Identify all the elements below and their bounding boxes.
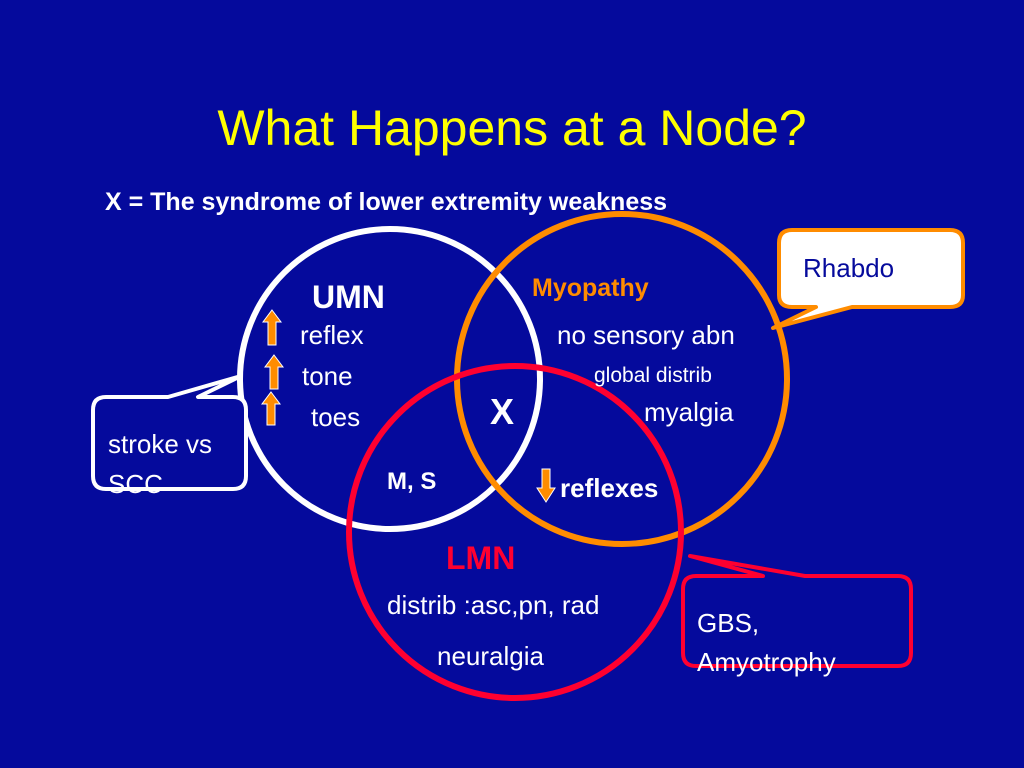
stroke-callout-line-1: stroke vs [108, 429, 213, 459]
umn-item-toes: toes [311, 402, 361, 432]
up-arrow-icon [262, 309, 282, 346]
rhabdo-callout-text: Rhabdo [803, 253, 895, 283]
up-arrow-icon [264, 354, 284, 390]
stroke-callout-line-2: SCC [108, 469, 163, 499]
slide-title: What Happens at a Node? [217, 100, 807, 156]
center-x-label: X [490, 391, 515, 432]
overlap-ms-label: M, S [387, 468, 437, 495]
overlap-reflexes-label: reflexes [560, 473, 659, 503]
umn-circle [237, 226, 543, 532]
myopathy-label: Myopathy [532, 274, 649, 302]
gbs-callout-line-2: Amyotrophy [697, 647, 836, 677]
umn-label: UMN [312, 279, 385, 315]
umn-item-tone: tone [302, 361, 353, 391]
slide-subtitle: X = The syndrome of lower extremity weak… [105, 188, 668, 216]
stroke-callout [91, 374, 248, 491]
gbs-callout-line-1: GBS, [697, 608, 760, 638]
myopathy-item-distrib: global distrib [594, 364, 712, 387]
myopathy-item-myalgia: myalgia [644, 397, 734, 427]
lmn-item-neuralgia: neuralgia [437, 641, 544, 671]
umn-item-reflex: reflex [300, 320, 364, 350]
lmn-circle [346, 363, 684, 701]
lmn-item-distrib: distrib :asc,pn, rad [387, 590, 600, 620]
up-arrow-icon [261, 391, 281, 426]
myopathy-item-sensory: no sensory abn [557, 320, 735, 350]
rhabdo-callout [771, 228, 965, 330]
lmn-label: LMN [446, 540, 516, 576]
gbs-callout [681, 554, 913, 668]
down-arrow-icon [536, 468, 556, 503]
